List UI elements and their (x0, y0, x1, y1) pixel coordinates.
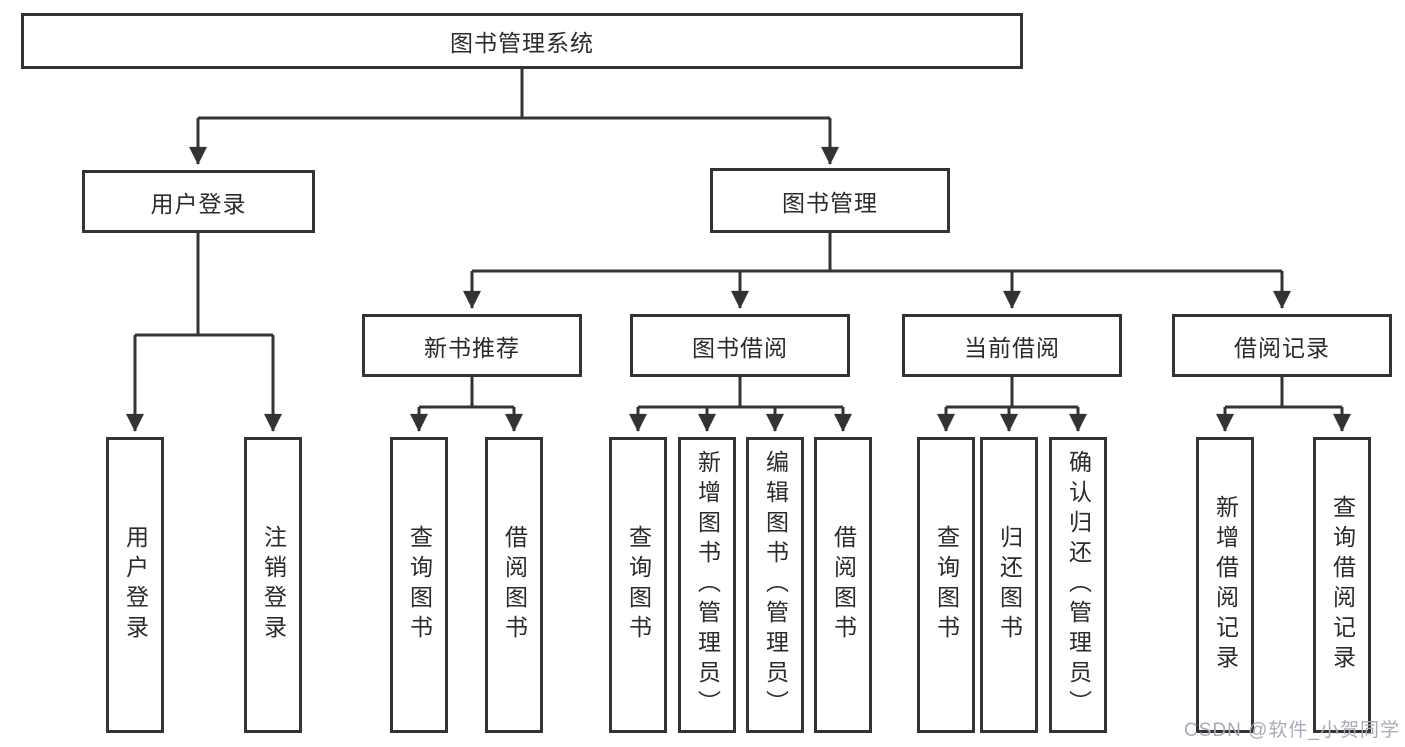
node-library-management-system: 图书管理系统 (21, 13, 1023, 69)
leaf-add-books-admin: 新增图书（管理员） (678, 437, 736, 733)
leaf-label: 查询借阅记录 (1329, 495, 1356, 675)
leaf-label: 查询图书 (406, 525, 433, 645)
node-book-borrowing: 图书借阅 (630, 314, 850, 377)
leaf-label: 确认归还（管理员） (1065, 450, 1092, 720)
node-current-borrowing: 当前借阅 (902, 314, 1122, 377)
leaf-label: 新增借阅记录 (1212, 495, 1239, 675)
leaf-label: 新增图书（管理员） (694, 450, 721, 720)
leaf-logout: 注销登录 (244, 437, 302, 733)
leaf-label: 用户登录 (122, 525, 149, 645)
leaf-label: 借阅图书 (830, 525, 857, 645)
leaf-label: 编辑图书（管理员） (762, 450, 789, 720)
leaf-query-borrow-record: 查询借阅记录 (1313, 437, 1371, 733)
leaf-borrow-books: 借阅图书 (814, 437, 872, 733)
leaf-query-books: 查询图书 (390, 437, 448, 733)
leaf-user-login: 用户登录 (106, 437, 164, 733)
node-user-login: 用户登录 (82, 170, 315, 233)
leaf-query-books: 查询图书 (609, 437, 667, 733)
leaf-edit-books-admin: 编辑图书（管理员） (746, 437, 804, 733)
leaf-confirm-return-admin: 确认归还（管理员） (1049, 437, 1107, 733)
leaf-label: 归还图书 (996, 525, 1023, 645)
leaf-return-books: 归还图书 (980, 437, 1038, 733)
csdn-watermark: CSDN @软件_小贺同学 (1184, 720, 1400, 741)
leaf-label: 查询图书 (933, 525, 960, 645)
leaf-label: 注销登录 (260, 525, 287, 645)
leaf-query-books: 查询图书 (917, 437, 975, 733)
leaf-label: 查询图书 (625, 525, 652, 645)
leaf-label: 借阅图书 (501, 525, 528, 645)
leaf-borrow-books: 借阅图书 (485, 437, 543, 733)
node-new-book-recommendation: 新书推荐 (362, 314, 582, 377)
node-book-management: 图书管理 (710, 168, 950, 233)
node-borrowing-records: 借阅记录 (1172, 314, 1392, 377)
leaf-add-borrow-record: 新增借阅记录 (1196, 437, 1254, 733)
